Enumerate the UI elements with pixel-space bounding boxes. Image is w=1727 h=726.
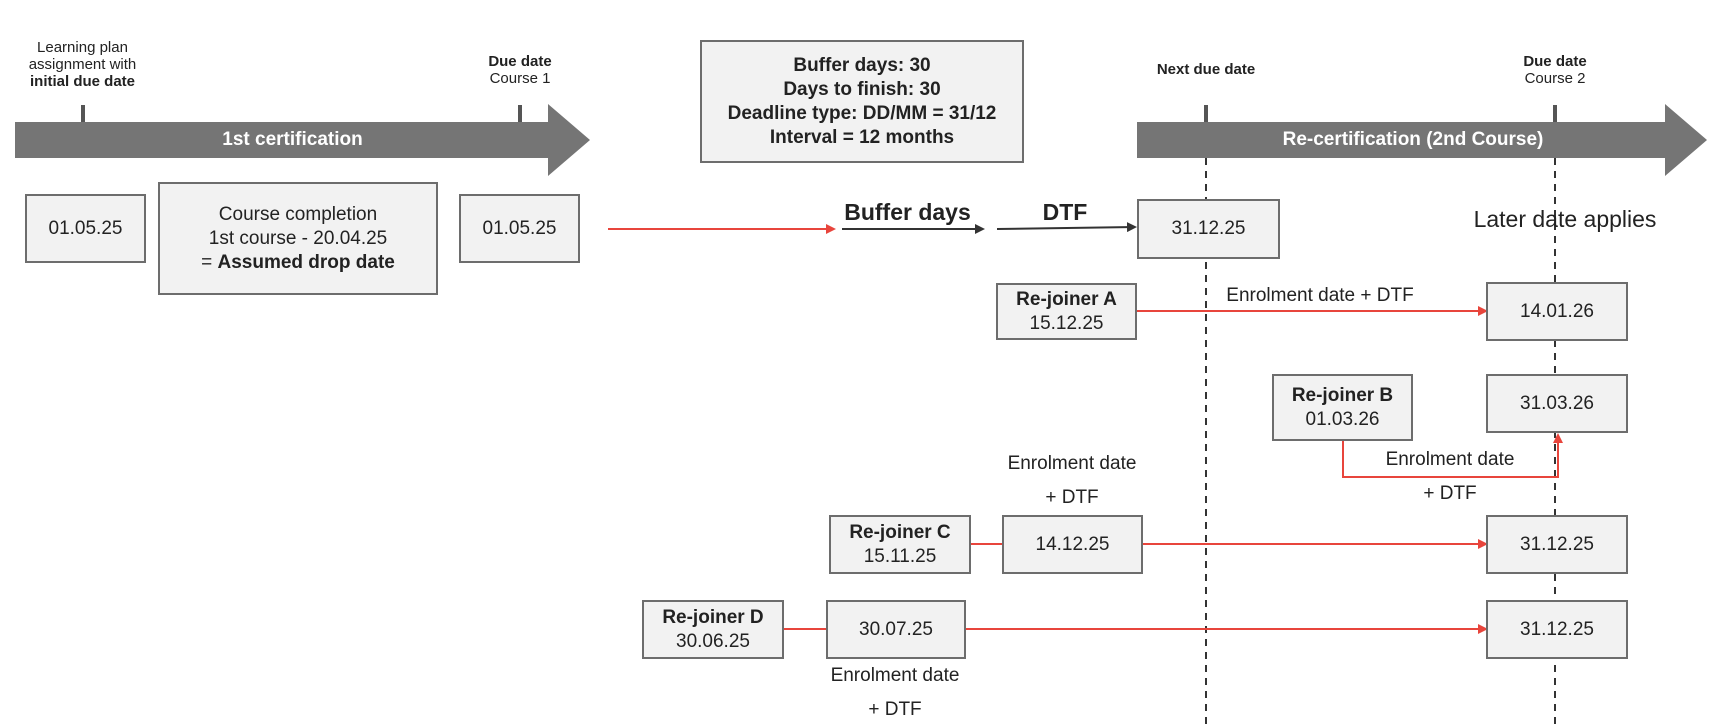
due-date-course2-label: Due date Course 2 [1523, 53, 1587, 87]
assignment-label: Learning plan assignment with initial du… [28, 39, 137, 90]
rejoiner-d-rule-line1: Enrolment date [830, 665, 960, 686]
next-due-date-label: Next due date [1156, 61, 1256, 78]
next-due-date-box: 31.12.25 [1137, 199, 1280, 259]
initial-due-date-box: 01.05.25 [25, 194, 146, 263]
buffer-days-label: Buffer days [844, 199, 971, 225]
rejoiner-c-box: Re-joiner C 15.11.25 [829, 515, 971, 574]
rejoiner-a-result: 14.01.26 [1486, 282, 1628, 341]
rejoiner-c-rule-line1: Enrolment date [1007, 453, 1137, 474]
first-cert-banner [15, 104, 590, 176]
arrow-rejoiner-b [1342, 433, 1563, 478]
due-date-course1-box: 01.05.25 [459, 194, 580, 263]
rejoiner-c-rule-line2: + DTF [1045, 487, 1099, 508]
assumed-drop-date: Assumed drop date [217, 251, 395, 273]
arrow-dtf [996, 222, 1137, 233]
settings-box: Buffer days: 30 Days to finish: 30 Deadl… [700, 40, 1024, 163]
rejoiner-a-rule: Enrolment date + DTF [1226, 285, 1414, 306]
rejoiner-b-rule-line1: Enrolment date [1385, 449, 1515, 470]
recert-title: Re-certification (2nd Course) [1282, 129, 1544, 150]
rejoiner-d-box: Re-joiner D 30.06.25 [642, 600, 784, 659]
later-date-applies-label: Later date applies [1473, 206, 1657, 232]
dtf-label: DTF [1042, 199, 1088, 225]
rejoiner-d-result: 31.12.25 [1486, 600, 1628, 659]
due-date-course1-label: Due date Course 1 [488, 53, 552, 87]
completion-prefix: = [201, 251, 218, 273]
rejoiner-a-box: Re-joiner A 15.12.25 [996, 283, 1137, 340]
first-cert-title: 1st certification [222, 129, 363, 150]
recert-banner [1137, 104, 1707, 176]
rejoiner-c-result: 31.12.25 [1486, 515, 1628, 574]
rejoiner-d-enrolment-dtf: 30.07.25 [826, 600, 966, 659]
rejoiner-c-enrolment-dtf: 14.12.25 [1002, 515, 1143, 574]
rejoiner-d-rule-line2: + DTF [868, 699, 922, 720]
rejoiner-b-box: Re-joiner B 01.03.26 [1272, 374, 1413, 441]
rejoiner-b-result: 31.03.26 [1486, 374, 1628, 433]
course-completion-box: Course completion 1st course - 20.04.25 … [158, 182, 438, 295]
rejoiner-b-rule-line2: + DTF [1423, 483, 1477, 504]
